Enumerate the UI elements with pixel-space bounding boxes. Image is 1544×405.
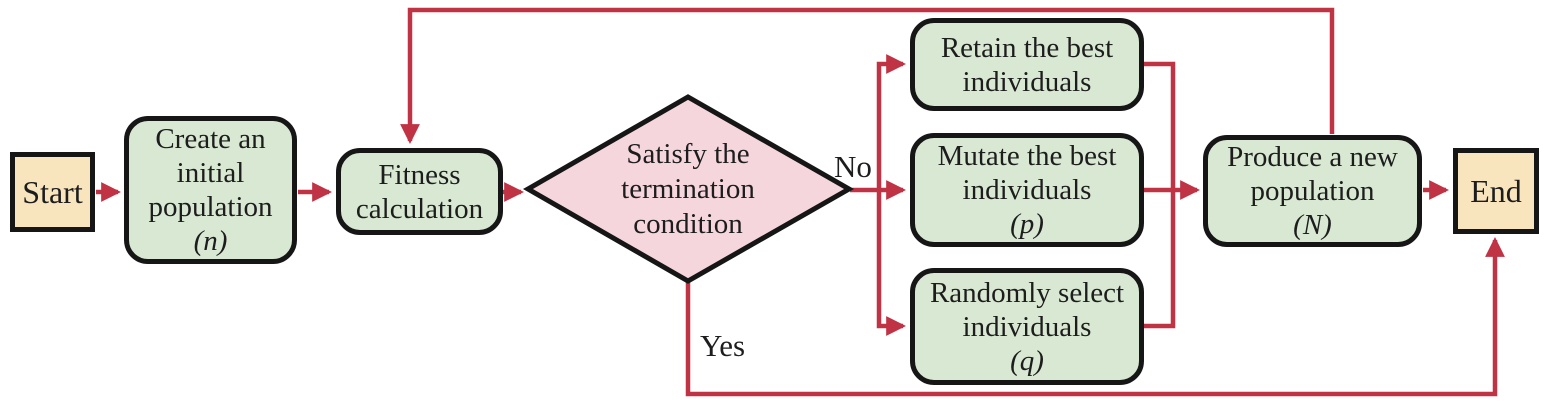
node-termination-decision-label: Satisfy the termination condition: [568, 134, 808, 244]
connector-no-branch-to-random: [876, 190, 906, 336]
node-text-line: individuals: [962, 65, 1092, 98]
node-start: Start: [10, 152, 95, 232]
node-randomly-select-individuals: Randomly select individuals (q): [910, 268, 1144, 385]
node-text-line: individuals: [962, 310, 1092, 343]
decision-diamond-shape: [522, 94, 855, 284]
node-text-line: (N): [1293, 209, 1332, 241]
node-text-line: (q): [1010, 344, 1044, 377]
connector-retain-to-merge: [1144, 61, 1176, 190]
node-text-line: population: [148, 191, 273, 223]
node-text-line: Randomly select: [929, 276, 1125, 309]
node-retain-best-individuals: Retain the best individuals: [910, 18, 1144, 111]
node-text-line: Mutate the best: [937, 140, 1117, 172]
edge-label-no: No: [834, 149, 872, 184]
node-text-line: calculation: [355, 192, 484, 225]
node-mutate-best-individuals: Mutate the best individuals (p): [910, 133, 1144, 247]
node-text-line: Fitness: [378, 158, 461, 191]
node-text-line: Create an: [155, 123, 266, 155]
node-text-line: termination: [621, 172, 755, 205]
node-text-line: Satisfy the: [626, 137, 750, 170]
edge-label-yes: Yes: [700, 328, 746, 363]
node-create-initial-population: Create an initial population (n): [124, 116, 297, 264]
connector-yes-to-end: [685, 237, 1505, 397]
connector-random-to-merge: [1144, 190, 1176, 329]
connector-feedback-loop: [400, 7, 1335, 144]
node-text-line: (p): [1010, 208, 1044, 240]
node-end-label: End: [1470, 173, 1522, 209]
connector-no-branch-to-retain: [876, 54, 906, 190]
node-text-line: population: [1250, 175, 1375, 207]
node-text-line: (n): [193, 225, 228, 257]
node-fitness-calculation: Fitness calculation: [336, 148, 503, 235]
node-text-line: individuals: [962, 174, 1092, 206]
node-text-line: initial: [176, 157, 245, 189]
node-text-line: Produce a new: [1227, 141, 1398, 173]
node-text-line: Retain the best: [940, 31, 1114, 64]
node-text-line: condition: [633, 207, 743, 240]
node-end: End: [1453, 148, 1539, 234]
node-start-label: Start: [22, 174, 83, 210]
node-produce-new-population: Produce a new population (N): [1203, 135, 1422, 247]
